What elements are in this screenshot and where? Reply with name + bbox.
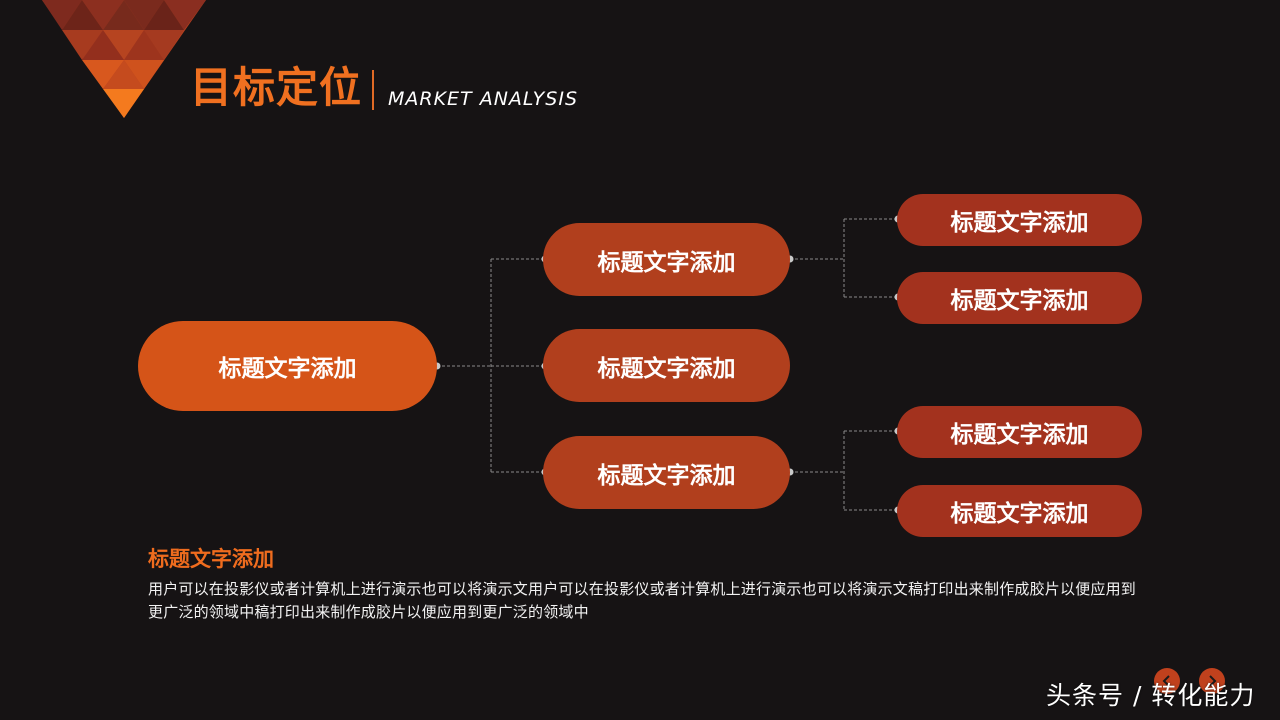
page-subtitle: MARKET ANALYSIS xyxy=(388,88,579,110)
leaf-node-label: 标题文字添加 xyxy=(950,288,1089,314)
branch-node-3: 标题文字添加 xyxy=(543,436,790,509)
chevron-right-icon xyxy=(1209,675,1217,687)
description-heading: 标题文字添加 xyxy=(148,547,274,571)
title-divider xyxy=(372,70,374,110)
logo-triangle-icon xyxy=(42,0,206,118)
leaf-node-1-2: 标题文字添加 xyxy=(897,272,1142,324)
leaf-node-label: 标题文字添加 xyxy=(950,422,1089,448)
chevron-left-icon xyxy=(1162,675,1170,687)
branch-node-label: 标题文字添加 xyxy=(597,355,736,382)
next-slide-button[interactable] xyxy=(1199,668,1225,694)
leaf-node-3-2: 标题文字添加 xyxy=(897,485,1142,537)
leaf-node-label: 标题文字添加 xyxy=(950,210,1089,236)
root-node: 标题文字添加 xyxy=(138,321,437,411)
branch-node-1: 标题文字添加 xyxy=(543,223,790,296)
branch-node-2: 标题文字添加 xyxy=(543,329,790,402)
leaf-node-label: 标题文字添加 xyxy=(950,501,1089,527)
leaf-node-3-1: 标题文字添加 xyxy=(897,406,1142,458)
watermark: 头条号 / 转化能力 xyxy=(1046,681,1256,710)
root-node-label: 标题文字添加 xyxy=(218,356,357,382)
description-body: 用户可以在投影仪或者计算机上进行演示也可以将演示文用户可以在投影仪或者计算机上进… xyxy=(148,580,1137,621)
leaf-node-1-1: 标题文字添加 xyxy=(897,194,1142,246)
page-title: 目标定位 xyxy=(190,63,363,112)
branch-node-label: 标题文字添加 xyxy=(597,462,736,489)
branch-node-label: 标题文字添加 xyxy=(597,249,736,276)
prev-slide-button[interactable] xyxy=(1154,668,1180,694)
